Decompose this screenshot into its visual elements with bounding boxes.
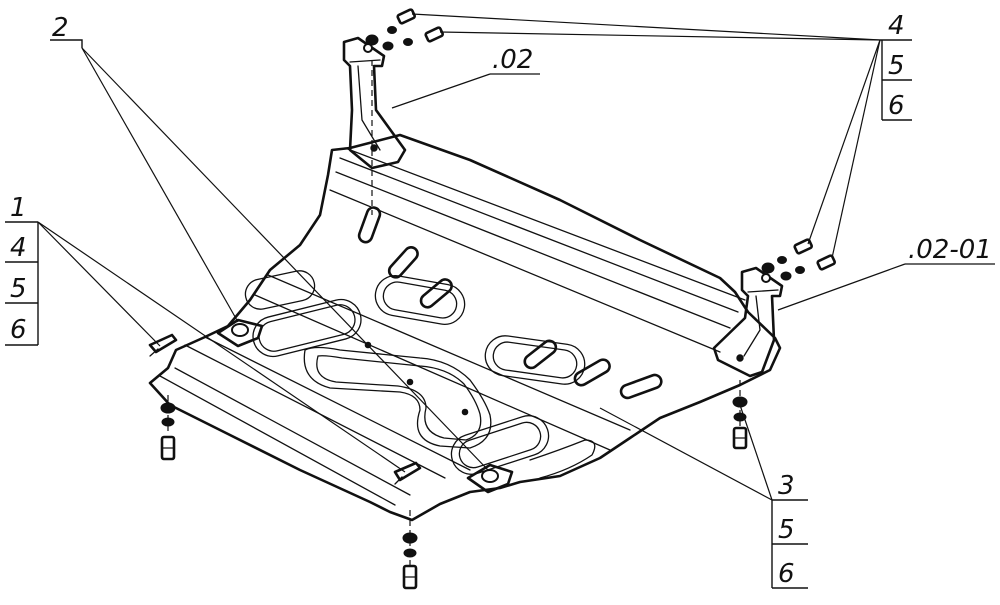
skid-plate (148, 133, 782, 522)
bracket-02 (342, 36, 407, 170)
callout-5-bottom: 5 (778, 515, 795, 545)
callout-6-bottom: 6 (778, 559, 795, 589)
callout-6-top: 6 (888, 91, 905, 121)
bolt-set-right (761, 238, 837, 281)
callout-frame-bottom (771, 499, 808, 589)
bracket-02-01 (712, 266, 784, 378)
callout-6-left: 6 (10, 315, 27, 345)
callout-2: 2 (52, 13, 69, 43)
bolt-center (402, 532, 418, 590)
cage-nuts (148, 333, 422, 485)
bolt-set-top (365, 8, 445, 51)
mount-pads (216, 318, 514, 494)
callout-5-left: 5 (10, 274, 27, 304)
callout-02: .02 (492, 45, 533, 75)
callout-frame-top-right (880, 39, 912, 121)
callout-frame-left (5, 221, 39, 346)
bolt-left (160, 402, 176, 461)
callout-4-top: 4 (888, 11, 905, 41)
callout-02-01: .02-01 (908, 235, 992, 265)
leader-lines (37, 13, 995, 501)
callout-4-left: 4 (10, 233, 27, 263)
callout-5-top: 5 (888, 51, 905, 81)
callout-3: 3 (778, 471, 795, 501)
callout-1: 1 (10, 193, 27, 223)
